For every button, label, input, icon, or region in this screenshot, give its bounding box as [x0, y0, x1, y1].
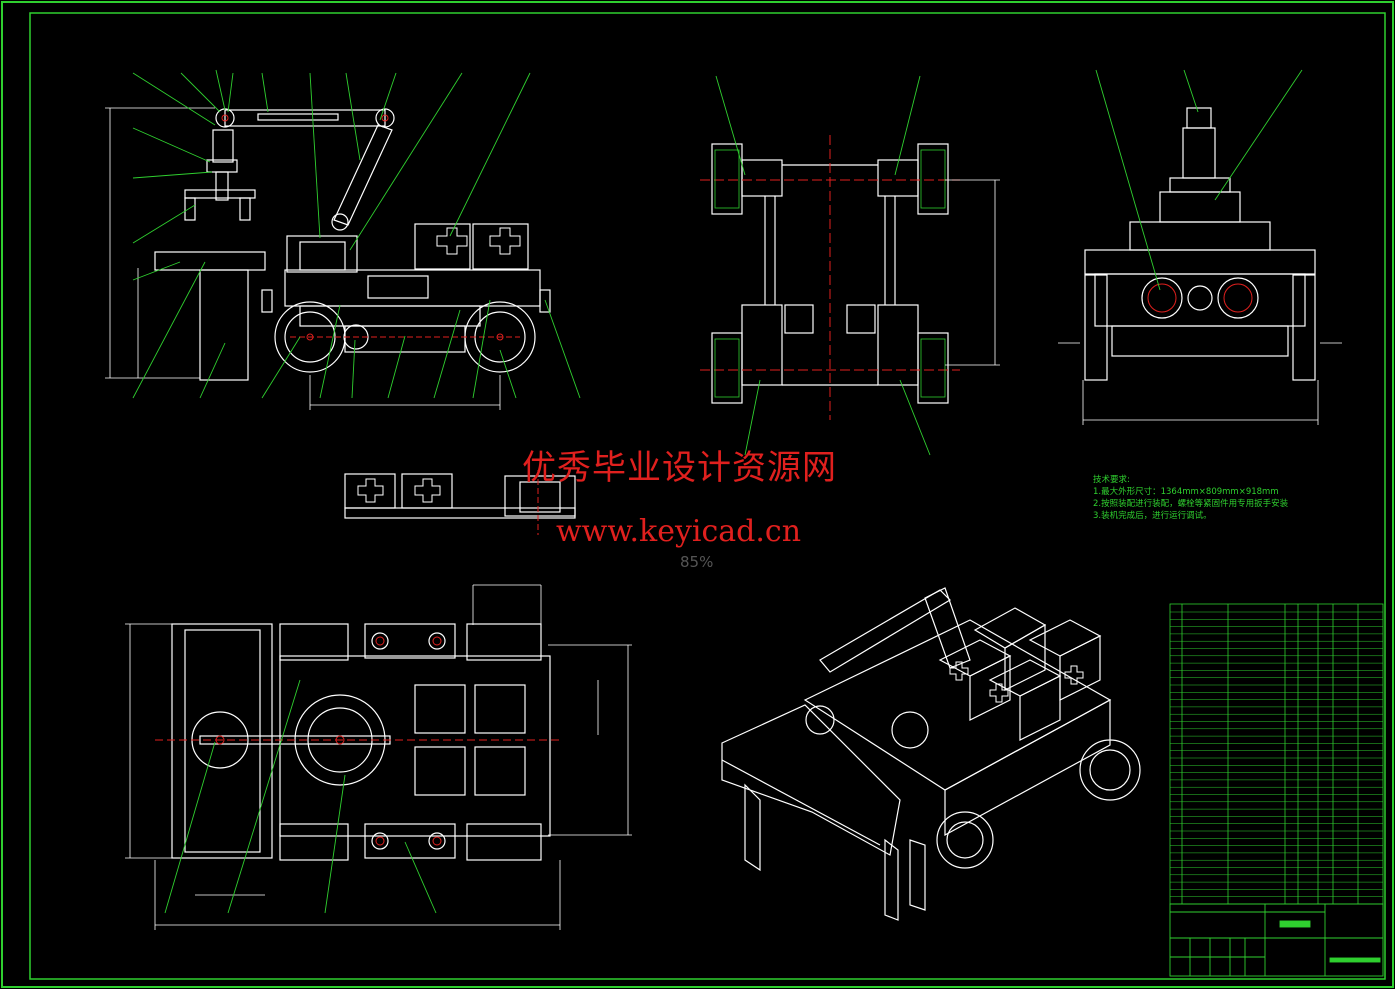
chassis-plan-hatch: [714, 149, 946, 398]
side-view-leaders: [1095, 69, 1303, 291]
technical-requirement-2: 2.按照装配进行装配，螺栓等紧固件用专用扳手安装: [1093, 499, 1289, 509]
chassis-plan-view: [711, 143, 949, 404]
technical-requirements-title: 技术要求:: [1093, 475, 1130, 485]
side-view: [1084, 107, 1316, 381]
chassis-plan-dims: [945, 179, 1000, 366]
top-view-dims: [125, 584, 632, 930]
chassis-plan-centerlines: [700, 135, 960, 420]
top-view-red: [155, 636, 560, 846]
detail-view: [344, 473, 576, 519]
zoom-indicator: 85%: [680, 553, 714, 571]
chassis-plan-leaders: [715, 75, 931, 456]
front-view: [154, 108, 551, 381]
parts-list-rows: [1170, 611, 1383, 905]
front-view-dimensions: [105, 107, 501, 410]
isometric-crosses: [949, 661, 1084, 703]
front-view-box-crosses: [436, 227, 521, 255]
front-view-leaders: [132, 69, 581, 399]
front-view-red-marks: [221, 114, 520, 341]
technical-requirement-3: 3.装机完成后，进行运行调试。: [1093, 511, 1212, 521]
title-block: [1169, 903, 1384, 977]
technical-requirement-1: 1.最大外形尺寸：1364mm×809mm×918mm: [1093, 487, 1279, 497]
isometric-view: [721, 587, 1141, 921]
inner-frame: [29, 12, 1386, 980]
watermark-chinese: 优秀毕业设计资源网: [522, 448, 837, 488]
detail-view-crosses: [357, 478, 441, 503]
parts-list-table: [1169, 603, 1384, 905]
technical-requirements: 技术要求: 1.最大外形尺寸：1364mm×809mm×918mm 2.按照装配…: [1093, 474, 1288, 522]
top-view-leaders: [164, 679, 437, 914]
side-view-dims: [1058, 342, 1342, 425]
watermark-url: www.keyicad.cn: [556, 514, 802, 549]
side-view-red: [1147, 283, 1253, 313]
top-view: [171, 623, 551, 861]
